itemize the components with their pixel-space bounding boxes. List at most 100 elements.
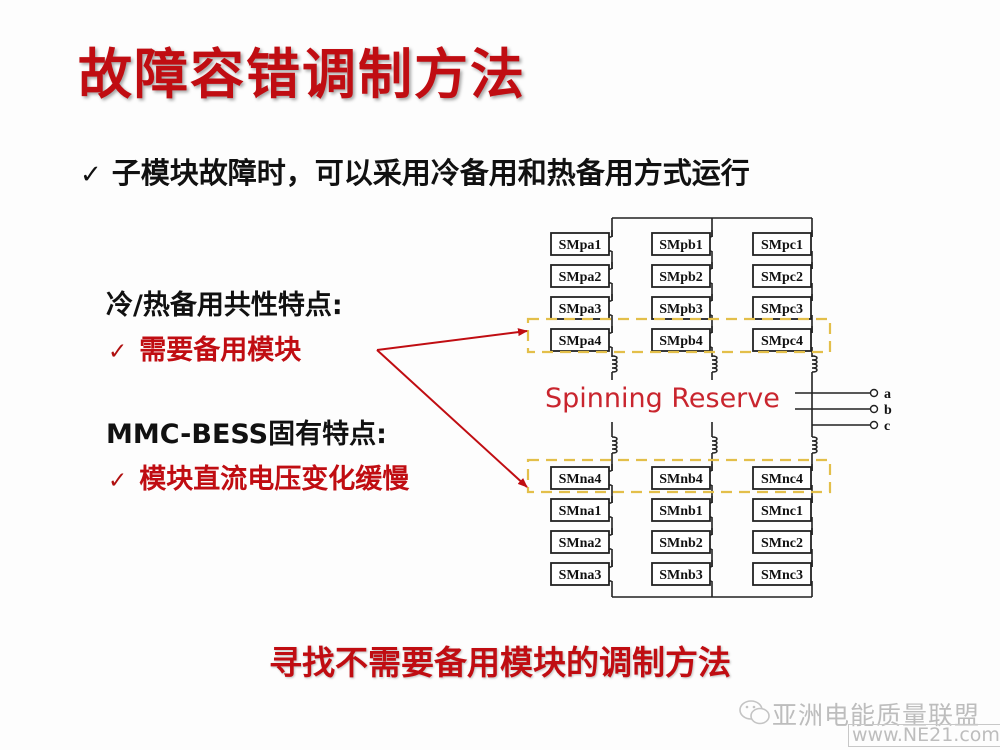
arm-inductor-upper-c: [811, 355, 818, 373]
submodule-label: SMna4: [559, 472, 602, 487]
watermark: 亚洲电能质量联盟 www.NE21.com: [730, 694, 1000, 750]
check-icon: ✓: [80, 160, 102, 190]
terminal-node: [869, 388, 879, 398]
phase-label: b: [884, 403, 892, 418]
submodule-box: [752, 530, 812, 554]
submodule-box: [651, 498, 711, 522]
submodule-box: [651, 466, 711, 490]
submodule-smpa3: SMpa3: [550, 296, 610, 320]
submodule-smpc1: SMpc1: [752, 232, 812, 256]
arm-inductor-lower-c: [811, 436, 818, 454]
submodule-label: SMpc3: [761, 302, 803, 317]
submodule-smnb4: SMnb4: [651, 466, 711, 490]
submodule-label: SMpb3: [659, 302, 703, 317]
phase-terminals: abc: [795, 387, 892, 434]
submodule-label: SMnc4: [761, 472, 803, 487]
submodule-box: [550, 296, 610, 320]
submodule-label: SMpa4: [559, 334, 602, 349]
phase-terminal-c: c: [812, 419, 890, 434]
arrow-to-upper-reserve: [376, 328, 528, 351]
terminal-node: [869, 404, 879, 414]
submodule-smnc1: SMnc1: [752, 498, 812, 522]
submodule-label: SMna2: [559, 536, 602, 551]
submodule-smpb2: SMpb2: [651, 264, 711, 288]
submodule-smpc4: SMpc4: [752, 328, 812, 352]
submodule-label: SMpb4: [659, 334, 703, 349]
submodule-smnb1: SMnb1: [651, 498, 711, 522]
conclusion-text: 寻找不需要备用模块的调制方法: [269, 643, 731, 682]
subtitle-bullet: ✓ 子模块故障时，可以采用冷备用和热备用方式运行: [80, 150, 750, 192]
submodule-label: SMpc1: [761, 238, 803, 253]
submodule-label: SMna3: [559, 568, 602, 583]
submodule-box: [651, 328, 711, 352]
submodule-boxes: SMpa1SMpa2SMpa3SMpa4SMna4SMna1SMna2SMna3…: [550, 232, 812, 586]
submodule-smnb2: SMnb2: [651, 530, 711, 554]
submodule-box: [752, 562, 812, 586]
submodule-smpa2: SMpa2: [550, 264, 610, 288]
submodule-box: [651, 232, 711, 256]
submodule-box: [752, 232, 812, 256]
submodule-smna1: SMna1: [550, 498, 610, 522]
submodule-box: [651, 530, 711, 554]
arm-inductor-lower-b: [711, 436, 718, 454]
submodule-label: SMpb1: [659, 238, 703, 253]
submodule-box: [550, 562, 610, 586]
submodule-smpa1: SMpa1: [550, 232, 610, 256]
submodule-box: [550, 264, 610, 288]
submodule-box: [651, 562, 711, 586]
submodule-label: SMnb2: [659, 536, 703, 551]
watermark-url: www.NE21.com: [848, 724, 1000, 747]
check-icon: ✓: [108, 339, 128, 365]
submodule-smpc3: SMpc3: [752, 296, 812, 320]
submodule-label: SMpa3: [559, 302, 602, 317]
submodule-smna3: SMna3: [550, 562, 610, 586]
phase-label: c: [884, 419, 890, 434]
submodule-label: SMnc3: [761, 568, 803, 583]
section-heading-common-features: 冷/热备用共性特点:: [106, 290, 343, 321]
submodule-box: [651, 264, 711, 288]
terminal-node: [869, 420, 879, 430]
arm-inductor-upper-b: [711, 355, 718, 373]
submodule-label: SMnc1: [761, 504, 803, 519]
lower-reserve-dashed-box: [526, 458, 832, 494]
wechat-icon: [739, 700, 770, 725]
arrow-to-lower-reserve: [376, 349, 528, 488]
submodule-smnc3: SMnc3: [752, 562, 812, 586]
section-item-slow-dc-voltage: ✓ 模块直流电压变化缓慢: [108, 457, 409, 496]
arm-inductor-upper-a: [611, 355, 618, 373]
submodule-label: SMpc2: [761, 270, 803, 285]
subtitle-text: 子模块故障时，可以采用冷备用和热备用方式运行: [111, 156, 750, 190]
submodule-label: SMpa1: [559, 238, 602, 253]
submodule-label: SMnc2: [761, 536, 803, 551]
submodule-box: [752, 466, 812, 490]
submodule-box: [550, 232, 610, 256]
submodule-smpc2: SMpc2: [752, 264, 812, 288]
submodule-box: [550, 498, 610, 522]
submodule-smpb1: SMpb1: [651, 232, 711, 256]
submodule-label: SMna1: [559, 504, 602, 519]
submodule-label: SMnb3: [659, 568, 703, 583]
spinning-reserve-label: Spinning Reserve: [545, 383, 780, 414]
submodule-label: SMpc4: [761, 334, 803, 349]
submodule-smpb4: SMpb4: [651, 328, 711, 352]
submodule-smpa4: SMpa4: [550, 328, 610, 352]
submodule-label: SMnb1: [659, 504, 703, 519]
check-icon: ✓: [108, 468, 128, 494]
submodule-label: SMpa2: [559, 270, 602, 285]
submodule-box: [752, 264, 812, 288]
upper-reserve-dashed-box: [526, 317, 832, 354]
section-item-text: 模块直流电压变化缓慢: [139, 464, 410, 495]
submodule-smpb3: SMpb3: [651, 296, 711, 320]
section-heading-mmc-bess-features: MMC-BESS固有特点:: [106, 419, 387, 450]
watermark-text: 亚洲电能质量联盟: [772, 701, 981, 730]
submodule-smna4: SMna4: [550, 466, 610, 490]
phase-terminal-b: b: [795, 403, 892, 418]
submodule-label: SMpb2: [659, 270, 703, 285]
section-item-need-spare-module: ✓需要备用模块: [108, 328, 301, 367]
submodule-box: [550, 466, 610, 490]
submodule-smnc2: SMnc2: [752, 530, 812, 554]
arm-inductor-lower-a: [611, 436, 618, 454]
submodule-box: [752, 498, 812, 522]
submodule-smna2: SMna2: [550, 530, 610, 554]
